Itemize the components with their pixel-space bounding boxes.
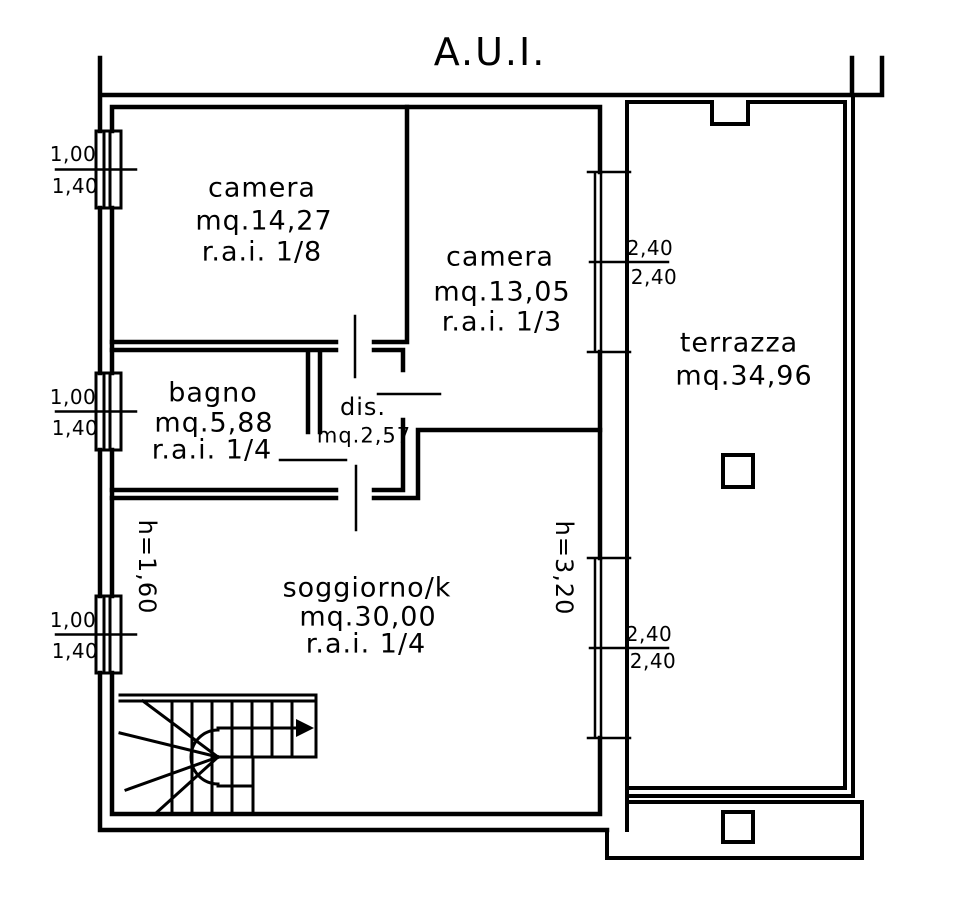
exterior-walls — [97, 55, 885, 833]
dim-right-2-width: 2,40 — [625, 622, 673, 646]
height-label-living: h=3,20 — [550, 520, 578, 616]
rai-label-camera-nw: r.a.i. 1/8 — [201, 236, 323, 268]
interior-walls — [109, 104, 603, 501]
plan-title: A.U.I. — [433, 30, 547, 74]
rai-label-camera-n: r.a.i. 1/3 — [441, 306, 563, 338]
area-label-terrazza: mq.34,96 — [675, 360, 813, 392]
dim-left-3-height: 1,40 — [51, 639, 99, 663]
area-label-soggiorno: mq.30,00 — [299, 601, 437, 633]
rai-label-bagno: r.a.i. 1/4 — [151, 434, 273, 466]
stair-direction-arrow — [296, 719, 314, 737]
dim-left-1-width: 1,00 — [49, 142, 97, 166]
right-opening-symbols — [586, 170, 632, 740]
terrace-walls — [605, 93, 864, 860]
dim-left-2-height: 1,40 — [51, 416, 99, 440]
room-label-terrazza: terrazza — [679, 327, 799, 359]
area-label-camera-nw: mq.14,27 — [195, 205, 333, 237]
room-label-dis: dis. — [339, 393, 387, 421]
room-label-bagno: bagno — [168, 377, 258, 409]
dim-left-2-width: 1,00 — [49, 385, 97, 409]
walkway-pillar — [721, 810, 755, 844]
room-label-soggiorno: soggiorno/k — [282, 572, 452, 604]
room-label-camera-n: camera — [446, 241, 554, 273]
terrace-pillar — [721, 453, 755, 489]
dim-left-1-height: 1,40 — [51, 174, 99, 198]
rai-label-soggiorno: r.a.i. 1/4 — [305, 628, 427, 660]
dim-right-1-height: 2,40 — [630, 265, 678, 289]
staircase — [118, 693, 318, 817]
dim-right-2-height: 2,40 — [629, 649, 677, 673]
area-label-bagno: mq.5,88 — [154, 407, 274, 439]
dim-right-1-width: 2,40 — [626, 236, 674, 260]
dim-left-3-width: 1,00 — [49, 608, 97, 632]
door-marks — [278, 314, 442, 532]
dimension-lines — [54, 168, 670, 650]
room-label-camera-nw: camera — [208, 172, 316, 204]
area-label-camera-n: mq.13,05 — [433, 276, 571, 308]
height-label-under-stair: h=1,60 — [133, 519, 161, 615]
area-label-dis: mq.2,57 — [316, 423, 412, 448]
